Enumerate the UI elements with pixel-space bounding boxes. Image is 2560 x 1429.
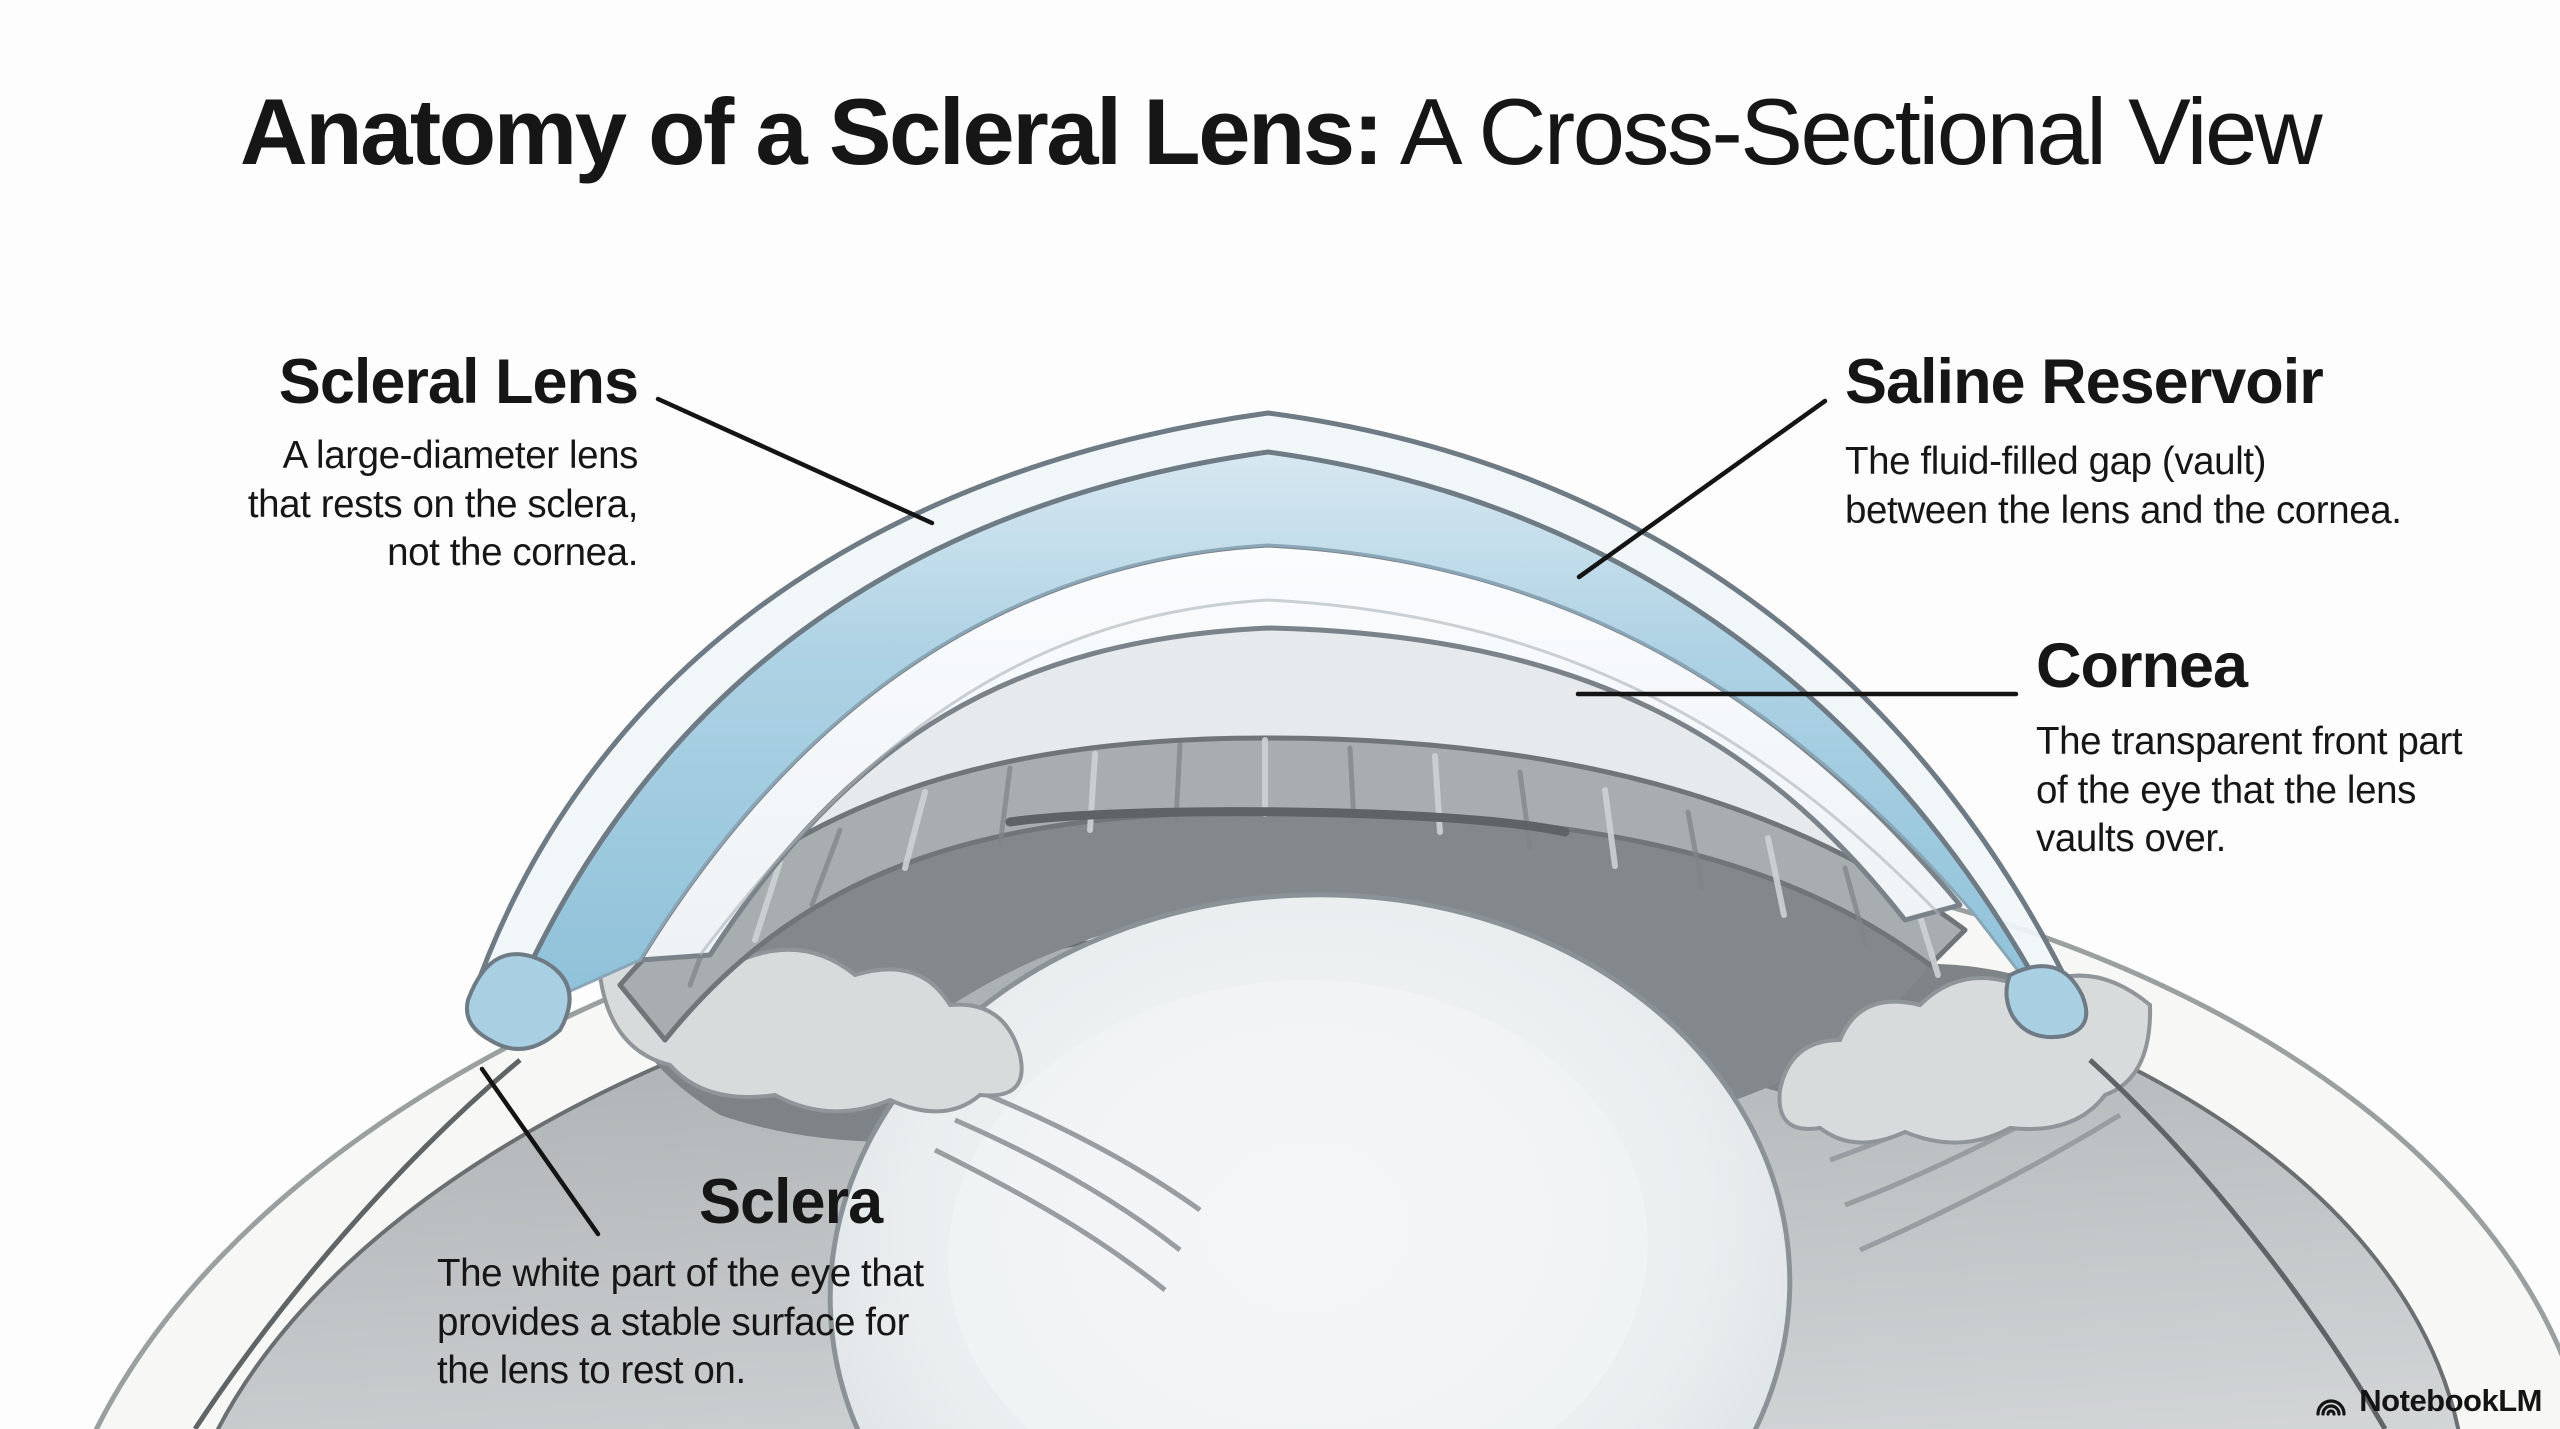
cornea-description: The transparent front part of the eye th…	[2036, 720, 2463, 861]
lens-edge-tip-right	[2004, 964, 2089, 1039]
sclera-leader-line	[479, 1066, 601, 1237]
pupil-shadow-shape	[665, 812, 1930, 1105]
cornea-heading: Cornea	[2036, 631, 2248, 701]
scleral-lens-description: A large-diameter lens that rests on the …	[247, 434, 639, 575]
crystalline-lens-highlight	[948, 980, 1648, 1429]
choroid-lines	[192, 1058, 2388, 1429]
sclera-description: The white part of the eye that provides …	[437, 1252, 924, 1393]
scleral-lens-leader-line	[655, 396, 935, 526]
lens-edge-tip-left	[465, 952, 572, 1051]
annotation-scleral-lens: Scleral Lens A large-diameter lens that …	[247, 347, 639, 578]
notebooklm-watermark-text: NotebookLM	[2359, 1383, 2542, 1418]
anterior-chamber-shape	[620, 628, 1965, 985]
annotation-sclera: Sclera The white part of the eye that pr…	[437, 1168, 924, 1396]
iris-shape	[617, 735, 1968, 1043]
saline-reservoir-heading: Saline Reservoir	[1845, 347, 2324, 417]
notebooklm-watermark: NotebookLM	[2313, 1383, 2542, 1419]
annotation-saline-reservoir: Saline Reservoir The fluid-filled gap (v…	[1845, 348, 2402, 535]
sclera-heading: Sclera	[699, 1167, 883, 1237]
annotation-cornea: Cornea The transparent front part of the…	[2036, 631, 2463, 864]
scleral-lens-heading: Scleral Lens	[278, 347, 639, 417]
pupil-margin-line	[1005, 807, 1570, 837]
cornea-inner-line	[698, 598, 1942, 956]
notebooklm-arcs-icon	[2316, 1399, 2346, 1416]
page-title-rest: A Cross-Sectional View	[1381, 79, 2323, 184]
saline-reservoir-leader-line	[1576, 398, 1828, 580]
page-title-emphasis: Anatomy of a Scleral Lens:	[239, 79, 1384, 184]
saline-reservoir-description: The fluid-filled gap (vault) between the…	[1845, 440, 2402, 532]
page-title: Anatomy of a Scleral Lens: A Cross-Secti…	[0, 78, 2560, 186]
iris-texture-light	[752, 737, 1941, 978]
